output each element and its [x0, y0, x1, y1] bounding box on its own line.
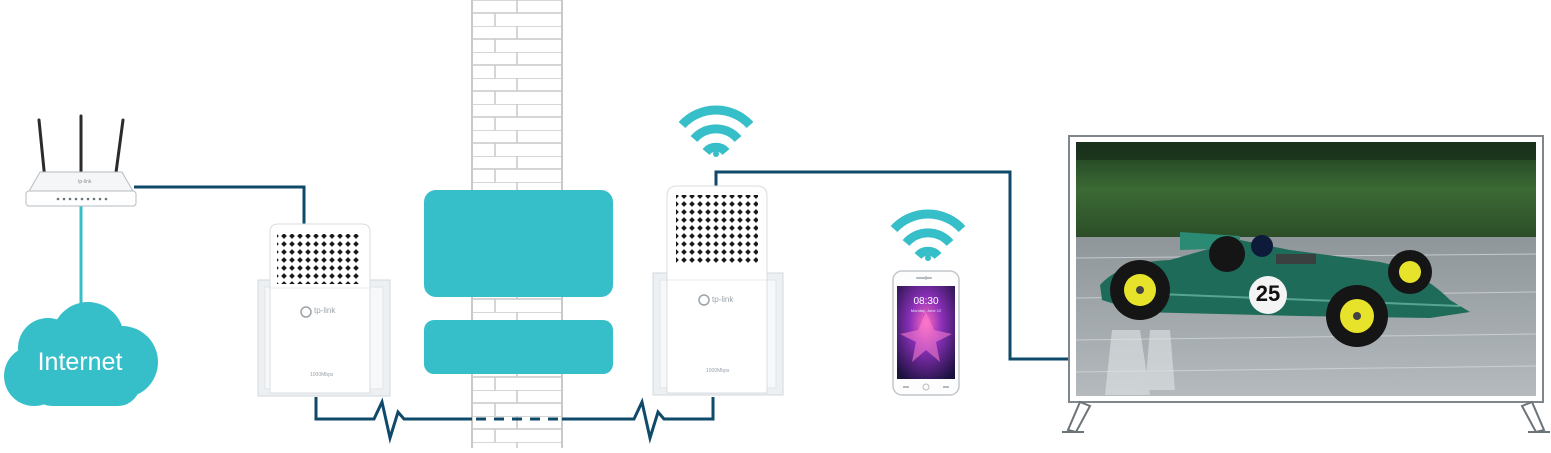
internet-label: Internet — [37, 348, 123, 376]
adapter-right-brand: tp-link — [712, 295, 734, 304]
tv-cable — [714, 170, 1068, 361]
car-number: 25 — [1255, 281, 1281, 306]
television-icon — [1062, 135, 1550, 434]
svg-text:tp-link: tp-link — [78, 179, 92, 185]
phone-date: Monday, June 12 — [910, 308, 942, 313]
wall-panel-bottom — [424, 320, 613, 374]
phone-clock: 08:30 — [913, 296, 939, 307]
wifi-icon-phone — [890, 209, 966, 261]
adapter-left-brand: tp-link — [314, 306, 336, 315]
race-car — [1100, 232, 1470, 347]
wifi-icon-adapter — [678, 105, 754, 157]
router-cable — [134, 185, 306, 228]
powerline-cable — [314, 397, 715, 444]
powerline-adapter-right — [652, 185, 784, 396]
adapter-right-speed: 1000Mbps — [706, 368, 730, 374]
powerline-adapter-left — [257, 223, 391, 397]
smartphone-icon — [892, 270, 960, 396]
wall-panel-top — [424, 190, 613, 297]
cloud-icon — [4, 302, 158, 406]
router-icon: tp-link — [25, 114, 137, 207]
adapter-left-speed: 1000Mbps — [310, 372, 334, 378]
ethernet-cables — [134, 170, 1068, 361]
